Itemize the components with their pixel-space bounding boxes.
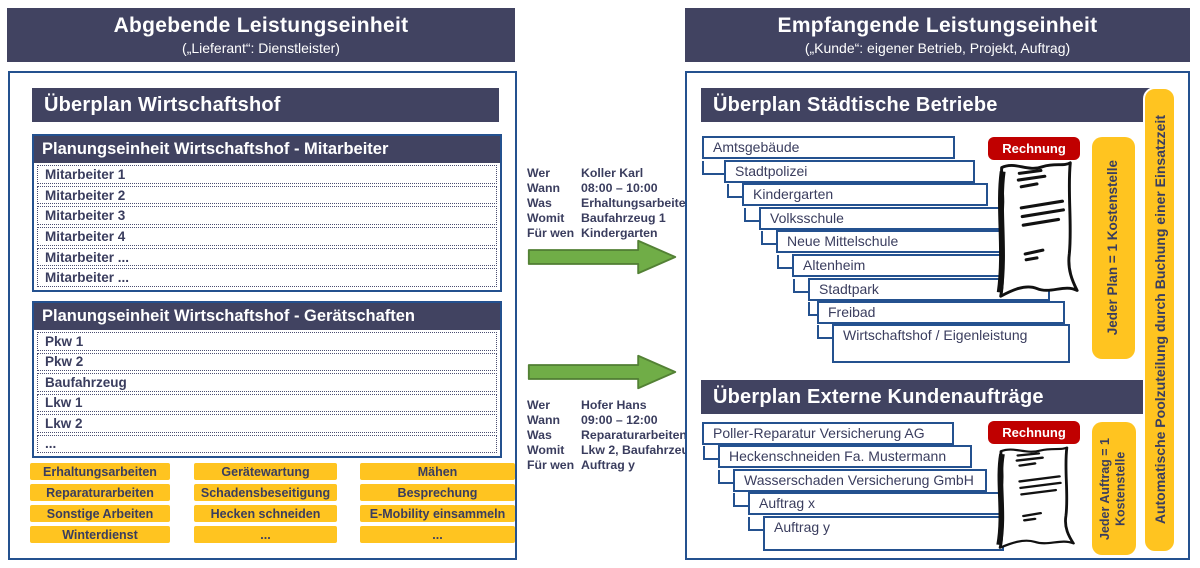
geraete-list: Pkw 1 Pkw 2 Baufahrzeug Lkw 1 Lkw 2 ... [34, 330, 500, 456]
cost-center-box: Volksschule [744, 207, 1004, 230]
planning-unit-geraetschaften: Planungseinheit Wirtschaftshof - Gerätsc… [32, 301, 502, 458]
cost-center-box: Altenheim [777, 254, 1035, 277]
uberplan-externe-bar: Überplan Externe Kundenaufträge [701, 380, 1168, 414]
order-box: Poller-Reparatur Versicherung AG [702, 422, 954, 445]
list-item: Mitarbeiter ... [37, 247, 497, 267]
booking-info-2: Wer Hofer Hans Wann 09:00 – 12:00 Was Re… [527, 398, 697, 473]
booking-label: Für wen [527, 458, 575, 472]
uberplan-wirtschaftshof-bar: Überplan Wirtschaftshof [32, 88, 499, 122]
right-header-title: Empfangende Leistungseinheit [777, 14, 1098, 37]
cost-center-rule-label: Jeder Plan = 1 Kostenstelle [1092, 137, 1135, 359]
task-tag: E-Mobility einsammeln [360, 505, 515, 522]
invoice-icon [996, 161, 1079, 298]
booking-label: Wer [527, 398, 551, 412]
flow-arrow-icon [527, 354, 677, 390]
list-item: Mitarbeiter 3 [37, 206, 497, 226]
booking-label: Wann [527, 181, 561, 195]
cost-center-rule-label: Jeder Auftrag = 1 Kostenstelle [1092, 422, 1136, 555]
uberplan-staedtische-bar: Überplan Städtische Betriebe [701, 88, 1168, 122]
list-item: ... [37, 434, 497, 453]
right-header: Empfangende Leistungseinheit („Kunde“: e… [685, 8, 1190, 62]
list-item: Mitarbeiter 1 [37, 165, 497, 184]
supplier-panel: Überplan Wirtschaftshof Planungseinheit … [8, 71, 517, 560]
task-tag: Winterdienst [30, 526, 170, 543]
booking-label: Womit [527, 443, 565, 457]
planning-unit-mitarbeiter: Planungseinheit Wirtschaftshof - Mitarbe… [32, 134, 502, 292]
booking-label: Wann [527, 413, 561, 427]
list-item: Baufahrzeug [37, 373, 497, 392]
booking-value: Koller Karl [581, 166, 644, 180]
cost-center-box: Stadtpolizei [702, 160, 975, 183]
rechnung-badge: Rechnung [988, 421, 1080, 444]
left-header-title: Abgebende Leistungseinheit [113, 14, 409, 37]
list-item: Mitarbeiter 2 [37, 185, 497, 205]
cost-center-box: Amtsgebäude [702, 136, 955, 159]
booking-value: Erhaltungsarbeiten [581, 196, 694, 210]
task-tag: Hecken schneiden [194, 505, 337, 522]
booking-value: Kindergarten [581, 226, 658, 240]
list-item: Mitarbeiter 4 [37, 227, 497, 246]
planning-unit-geraetschaften-title: Planungseinheit Wirtschaftshof - Gerätsc… [34, 303, 500, 330]
booking-value: 08:00 – 10:00 [581, 181, 658, 195]
order-box: Auftrag x [733, 492, 1005, 515]
booking-value: Baufahrzeug 1 [581, 211, 666, 225]
list-item: Lkw 2 [37, 414, 497, 433]
planning-unit-mitarbeiter-title: Planungseinheit Wirtschaftshof - Mitarbe… [34, 136, 500, 163]
order-box: Auftrag y [748, 516, 1004, 551]
task-tag: Erhaltungsarbeiten [30, 463, 170, 480]
pool-assignment-label: Automatische Poolzuteilung durch Buchung… [1143, 87, 1176, 553]
list-item: Lkw 1 [37, 393, 497, 412]
pool-assignment-text: Automatische Poolzuteilung durch Buchung… [1151, 115, 1168, 525]
left-header-subtitle: („Lieferant“: Dienstleister) [182, 40, 340, 56]
task-tag: ... [360, 526, 515, 543]
customer-panel: Überplan Städtische Betriebe Amtsgebäude… [685, 71, 1190, 560]
rechnung-badge: Rechnung [988, 137, 1080, 160]
booking-value: Auftrag y [581, 458, 635, 472]
booking-label: Für wen [527, 226, 575, 240]
task-tag-column-1: Erhaltungsarbeiten Reparaturarbeiten Son… [30, 463, 170, 543]
mitarbeiter-list: Mitarbeiter 1 Mitarbeiter 2 Mitarbeiter … [34, 163, 500, 290]
booking-label: Womit [527, 211, 565, 225]
cost-center-box: Stadtpark [793, 278, 1050, 301]
list-item: Pkw 1 [37, 332, 497, 351]
cost-center-box: Freibad [808, 301, 1065, 324]
task-tag: ... [194, 526, 337, 543]
invoice-icon [996, 446, 1075, 549]
booking-value: Hofer Hans [581, 398, 647, 412]
cost-center-rule-text: Jeder Auftrag = 1 Kostenstelle [1098, 437, 1128, 540]
booking-value: Lkw 2, Baufahrzeug [581, 443, 697, 457]
booking-info-1: Wer Koller Karl Wann 08:00 – 10:00 Was E… [527, 166, 694, 241]
cost-center-box: Kindergarten [727, 183, 988, 206]
flow-arrow-icon [527, 239, 677, 275]
task-tag: Gerätewartung [194, 463, 337, 480]
cost-center-rule-text: Jeder Plan = 1 Kostenstelle [1105, 160, 1121, 336]
task-tag: Schadensbeseitigung [194, 484, 337, 501]
order-box: Wasserschaden Versicherung GmbH [718, 469, 987, 492]
list-item: Pkw 2 [37, 352, 497, 371]
task-tag: Besprechung [360, 484, 515, 501]
task-tag-column-2: Gerätewartung Schadensbeseitigung Hecken… [194, 463, 337, 543]
order-box: Heckenschneiden Fa. Mustermann [703, 445, 972, 468]
task-tag: Mähen [360, 463, 515, 480]
task-tag: Reparaturarbeiten [30, 484, 170, 501]
task-tag-column-3: Mähen Besprechung E-Mobility einsammeln … [360, 463, 515, 543]
cost-center-box: Wirtschaftshof / Eigenleistung [817, 324, 1070, 363]
cost-center-box: Neue Mittelschule [761, 230, 1020, 253]
booking-label: Was [527, 428, 552, 442]
right-header-subtitle: („Kunde“: eigener Betrieb, Projekt, Auft… [804, 40, 1071, 56]
task-tag: Sonstige Arbeiten [30, 505, 170, 522]
list-item: Mitarbeiter ... [37, 268, 497, 288]
booking-value: 09:00 – 12:00 [581, 413, 658, 427]
booking-value: Reparaturarbeiten [581, 428, 687, 442]
booking-label: Wer [527, 166, 551, 180]
left-header: Abgebende Leistungseinheit („Lieferant“:… [7, 8, 515, 62]
booking-label: Was [527, 196, 552, 210]
